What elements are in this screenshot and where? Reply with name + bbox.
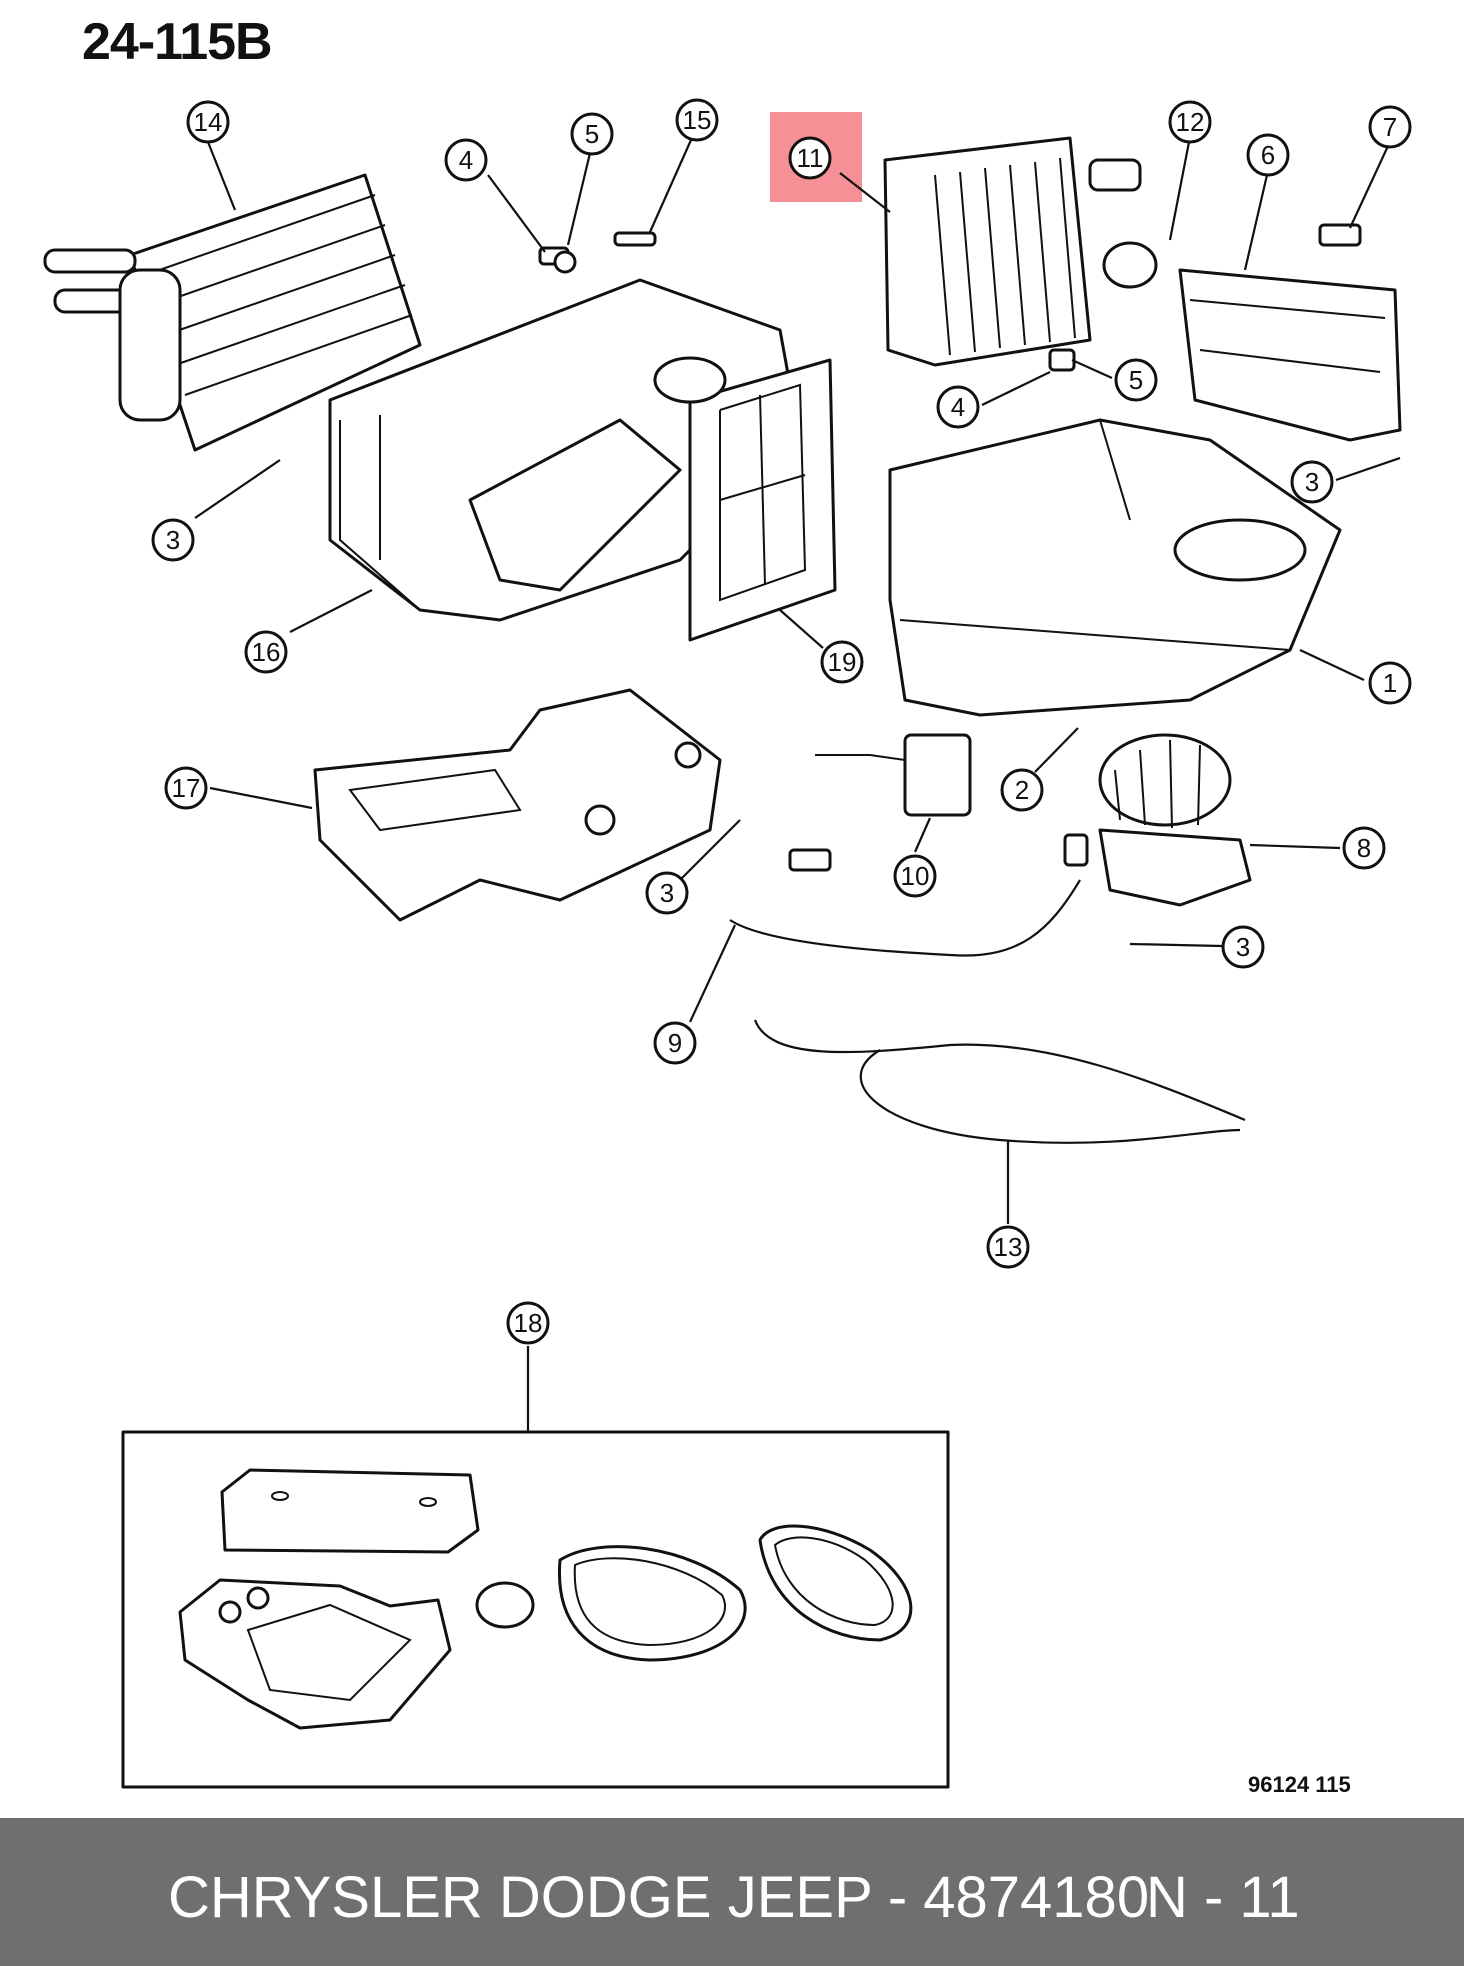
callout-15[interactable]: 15 bbox=[675, 98, 719, 142]
callout-4b[interactable]: 4 bbox=[936, 385, 980, 429]
callout-16[interactable]: 16 bbox=[244, 630, 288, 674]
blower-motor-part[interactable] bbox=[1098, 733, 1252, 907]
callout-11[interactable]: 11 bbox=[788, 136, 832, 180]
svg-text:2: 2 bbox=[1015, 775, 1029, 805]
parts-diagram: 14 4 5 15 11 12 6 7 5 4 3 3 16 19 1 2 17… bbox=[43, 98, 1412, 1789]
svg-text:17: 17 bbox=[172, 773, 201, 803]
svg-text:3: 3 bbox=[166, 525, 180, 555]
footer-bar: CHRYSLER DODGE JEEP - 4874180 N - 11 bbox=[0, 1818, 1464, 1966]
svg-text:15: 15 bbox=[683, 105, 712, 135]
wire-harness-part[interactable] bbox=[729, 833, 1089, 957]
heater-housing-part[interactable] bbox=[328, 278, 837, 642]
callout-18[interactable]: 18 bbox=[506, 1301, 550, 1345]
leader-lines bbox=[194, 139, 1401, 1432]
footer-brand-part-number: CHRYSLER DODGE JEEP - 4874180 bbox=[168, 1865, 1150, 1930]
callout-17[interactable]: 17 bbox=[164, 766, 208, 810]
svg-text:8: 8 bbox=[1357, 833, 1371, 863]
svg-text:13: 13 bbox=[994, 1232, 1023, 1262]
svg-text:3: 3 bbox=[1236, 932, 1250, 962]
svg-text:19: 19 bbox=[828, 647, 857, 677]
footer-page-reference: N - 11 bbox=[1146, 1865, 1300, 1930]
callout-7[interactable]: 7 bbox=[1368, 105, 1412, 149]
filter-housing-part[interactable] bbox=[1178, 268, 1402, 442]
callout-9[interactable]: 9 bbox=[653, 1021, 697, 1065]
svg-text:5: 5 bbox=[585, 119, 599, 149]
svg-text:1: 1 bbox=[1383, 668, 1397, 698]
callout-4[interactable]: 4 bbox=[444, 138, 488, 182]
callout-10[interactable]: 10 bbox=[893, 854, 937, 898]
callout-12[interactable]: 12 bbox=[1168, 100, 1212, 144]
callout-8[interactable]: 8 bbox=[1342, 826, 1386, 870]
callout-3c[interactable]: 3 bbox=[645, 871, 689, 915]
evaporator-core-part[interactable] bbox=[883, 136, 1158, 367]
callout-3d[interactable]: 3 bbox=[1221, 925, 1265, 969]
callout-19[interactable]: 19 bbox=[820, 640, 864, 684]
callout-6[interactable]: 6 bbox=[1246, 133, 1290, 177]
callouts: 14 4 5 15 11 12 6 7 5 4 3 3 16 19 1 2 17… bbox=[151, 98, 1412, 1345]
cable-part[interactable] bbox=[753, 1019, 1246, 1144]
svg-text:6: 6 bbox=[1261, 140, 1275, 170]
svg-text:11: 11 bbox=[797, 143, 824, 173]
small-fastener-parts[interactable] bbox=[538, 223, 1362, 372]
floor-duct-part[interactable] bbox=[313, 688, 722, 922]
svg-text:4: 4 bbox=[951, 392, 965, 422]
callout-2[interactable]: 2 bbox=[1000, 768, 1044, 812]
callout-3b[interactable]: 3 bbox=[1290, 460, 1334, 504]
drawing-number: 96124 115 bbox=[1248, 1772, 1351, 1797]
figure-code: 24-115B bbox=[82, 13, 273, 71]
callout-13[interactable]: 13 bbox=[986, 1225, 1030, 1269]
svg-text:3: 3 bbox=[660, 878, 674, 908]
heater-core-part[interactable] bbox=[43, 173, 422, 452]
callout-3a[interactable]: 3 bbox=[151, 518, 195, 562]
svg-text:4: 4 bbox=[459, 145, 473, 175]
callout-5b[interactable]: 5 bbox=[1114, 358, 1158, 402]
svg-text:14: 14 bbox=[194, 107, 223, 137]
callout-14[interactable]: 14 bbox=[186, 100, 230, 144]
svg-text:10: 10 bbox=[901, 861, 930, 891]
svg-text:9: 9 bbox=[668, 1028, 682, 1058]
seal-kit-box[interactable] bbox=[121, 1430, 950, 1789]
callout-1[interactable]: 1 bbox=[1368, 661, 1412, 705]
svg-text:5: 5 bbox=[1129, 365, 1143, 395]
svg-text:16: 16 bbox=[252, 637, 281, 667]
callout-5[interactable]: 5 bbox=[570, 112, 614, 156]
blower-housing-part[interactable] bbox=[888, 418, 1342, 717]
svg-text:12: 12 bbox=[1176, 107, 1205, 137]
blower-resistor-part[interactable] bbox=[815, 733, 972, 817]
svg-text:3: 3 bbox=[1305, 467, 1319, 497]
svg-text:7: 7 bbox=[1383, 112, 1397, 142]
svg-text:18: 18 bbox=[514, 1308, 543, 1338]
